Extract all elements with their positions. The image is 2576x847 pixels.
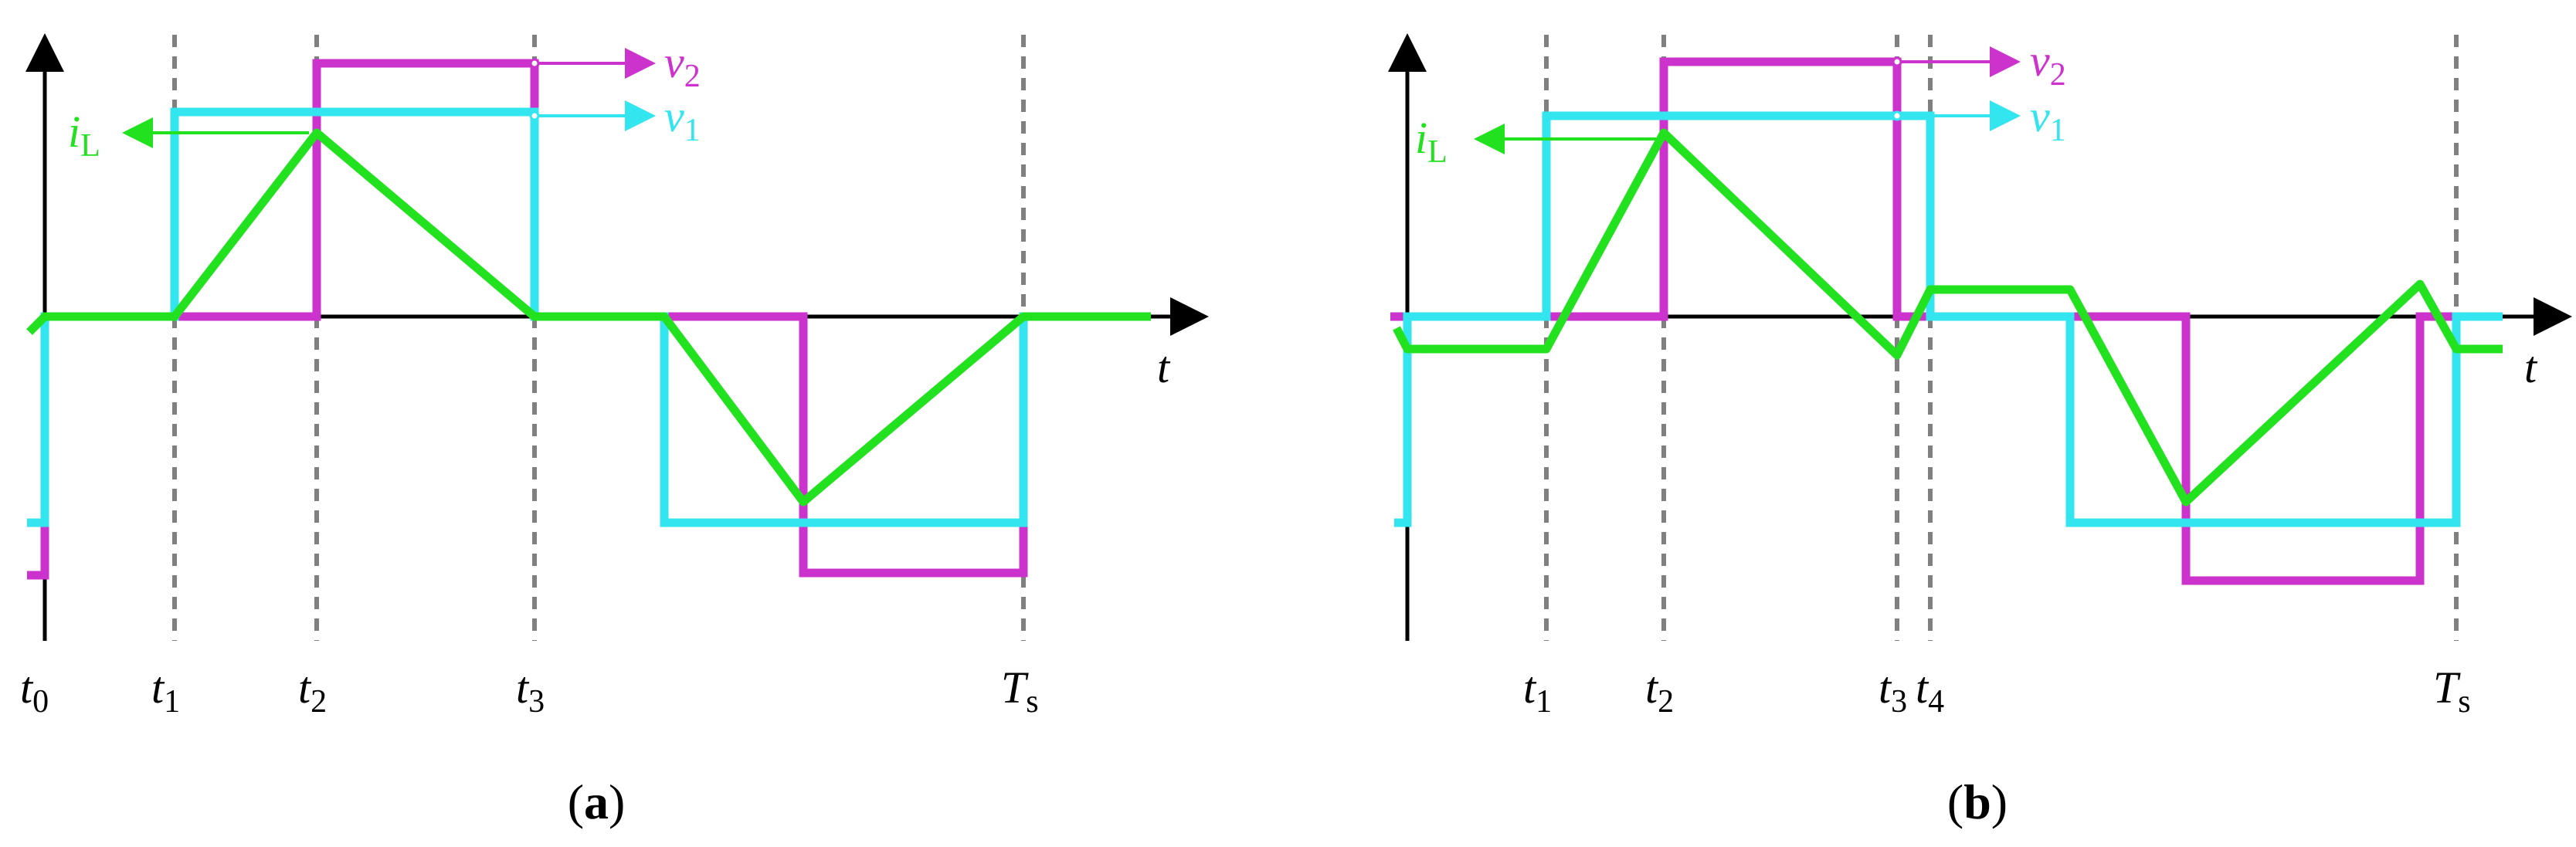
v1-label: v1: [664, 91, 701, 148]
v2-pointer-dot: [1892, 56, 1902, 67]
panel-a: t v2 v1 iL t0 t1 t2 t3 Ts (a): [20, 33, 1209, 829]
iL-waveform: [1393, 128, 2503, 507]
x-axis-label: t: [1157, 342, 1171, 392]
tick-t1: t1: [151, 662, 180, 720]
v2-label: v2: [664, 37, 701, 94]
tick-t0: t0: [20, 662, 49, 720]
tick-ts: Ts: [2433, 662, 2471, 720]
tick-ts: Ts: [1001, 662, 1039, 720]
panel-b: t v2 v1 iL t1 t2 t3 t4 Ts (b): [1388, 33, 2572, 829]
v1-label: v1: [2030, 91, 2066, 148]
tick-t3: t3: [1879, 662, 1907, 720]
v1-pointer-dot: [529, 110, 540, 121]
tick-t2: t2: [298, 662, 327, 720]
caption-a: (a): [568, 774, 626, 829]
iL-label: iL: [68, 107, 100, 164]
v2-pointer-dot: [529, 58, 540, 69]
guide-lines: [172, 35, 1026, 641]
iL-waveform: [26, 128, 1151, 507]
v1-waveform: [27, 107, 1151, 527]
v2-label: v2: [2030, 36, 2066, 93]
tick-t4: t4: [1916, 662, 1944, 720]
guide-lines: [1544, 35, 2459, 641]
iL-label: iL: [1415, 113, 1448, 170]
v1-pointer-dot: [1892, 110, 1902, 121]
tick-t1: t1: [1523, 662, 1552, 720]
x-axis-label: t: [2524, 342, 2538, 392]
tick-t2: t2: [1645, 662, 1674, 720]
tick-t3: t3: [516, 662, 545, 720]
caption-b: (b): [1947, 774, 2008, 829]
